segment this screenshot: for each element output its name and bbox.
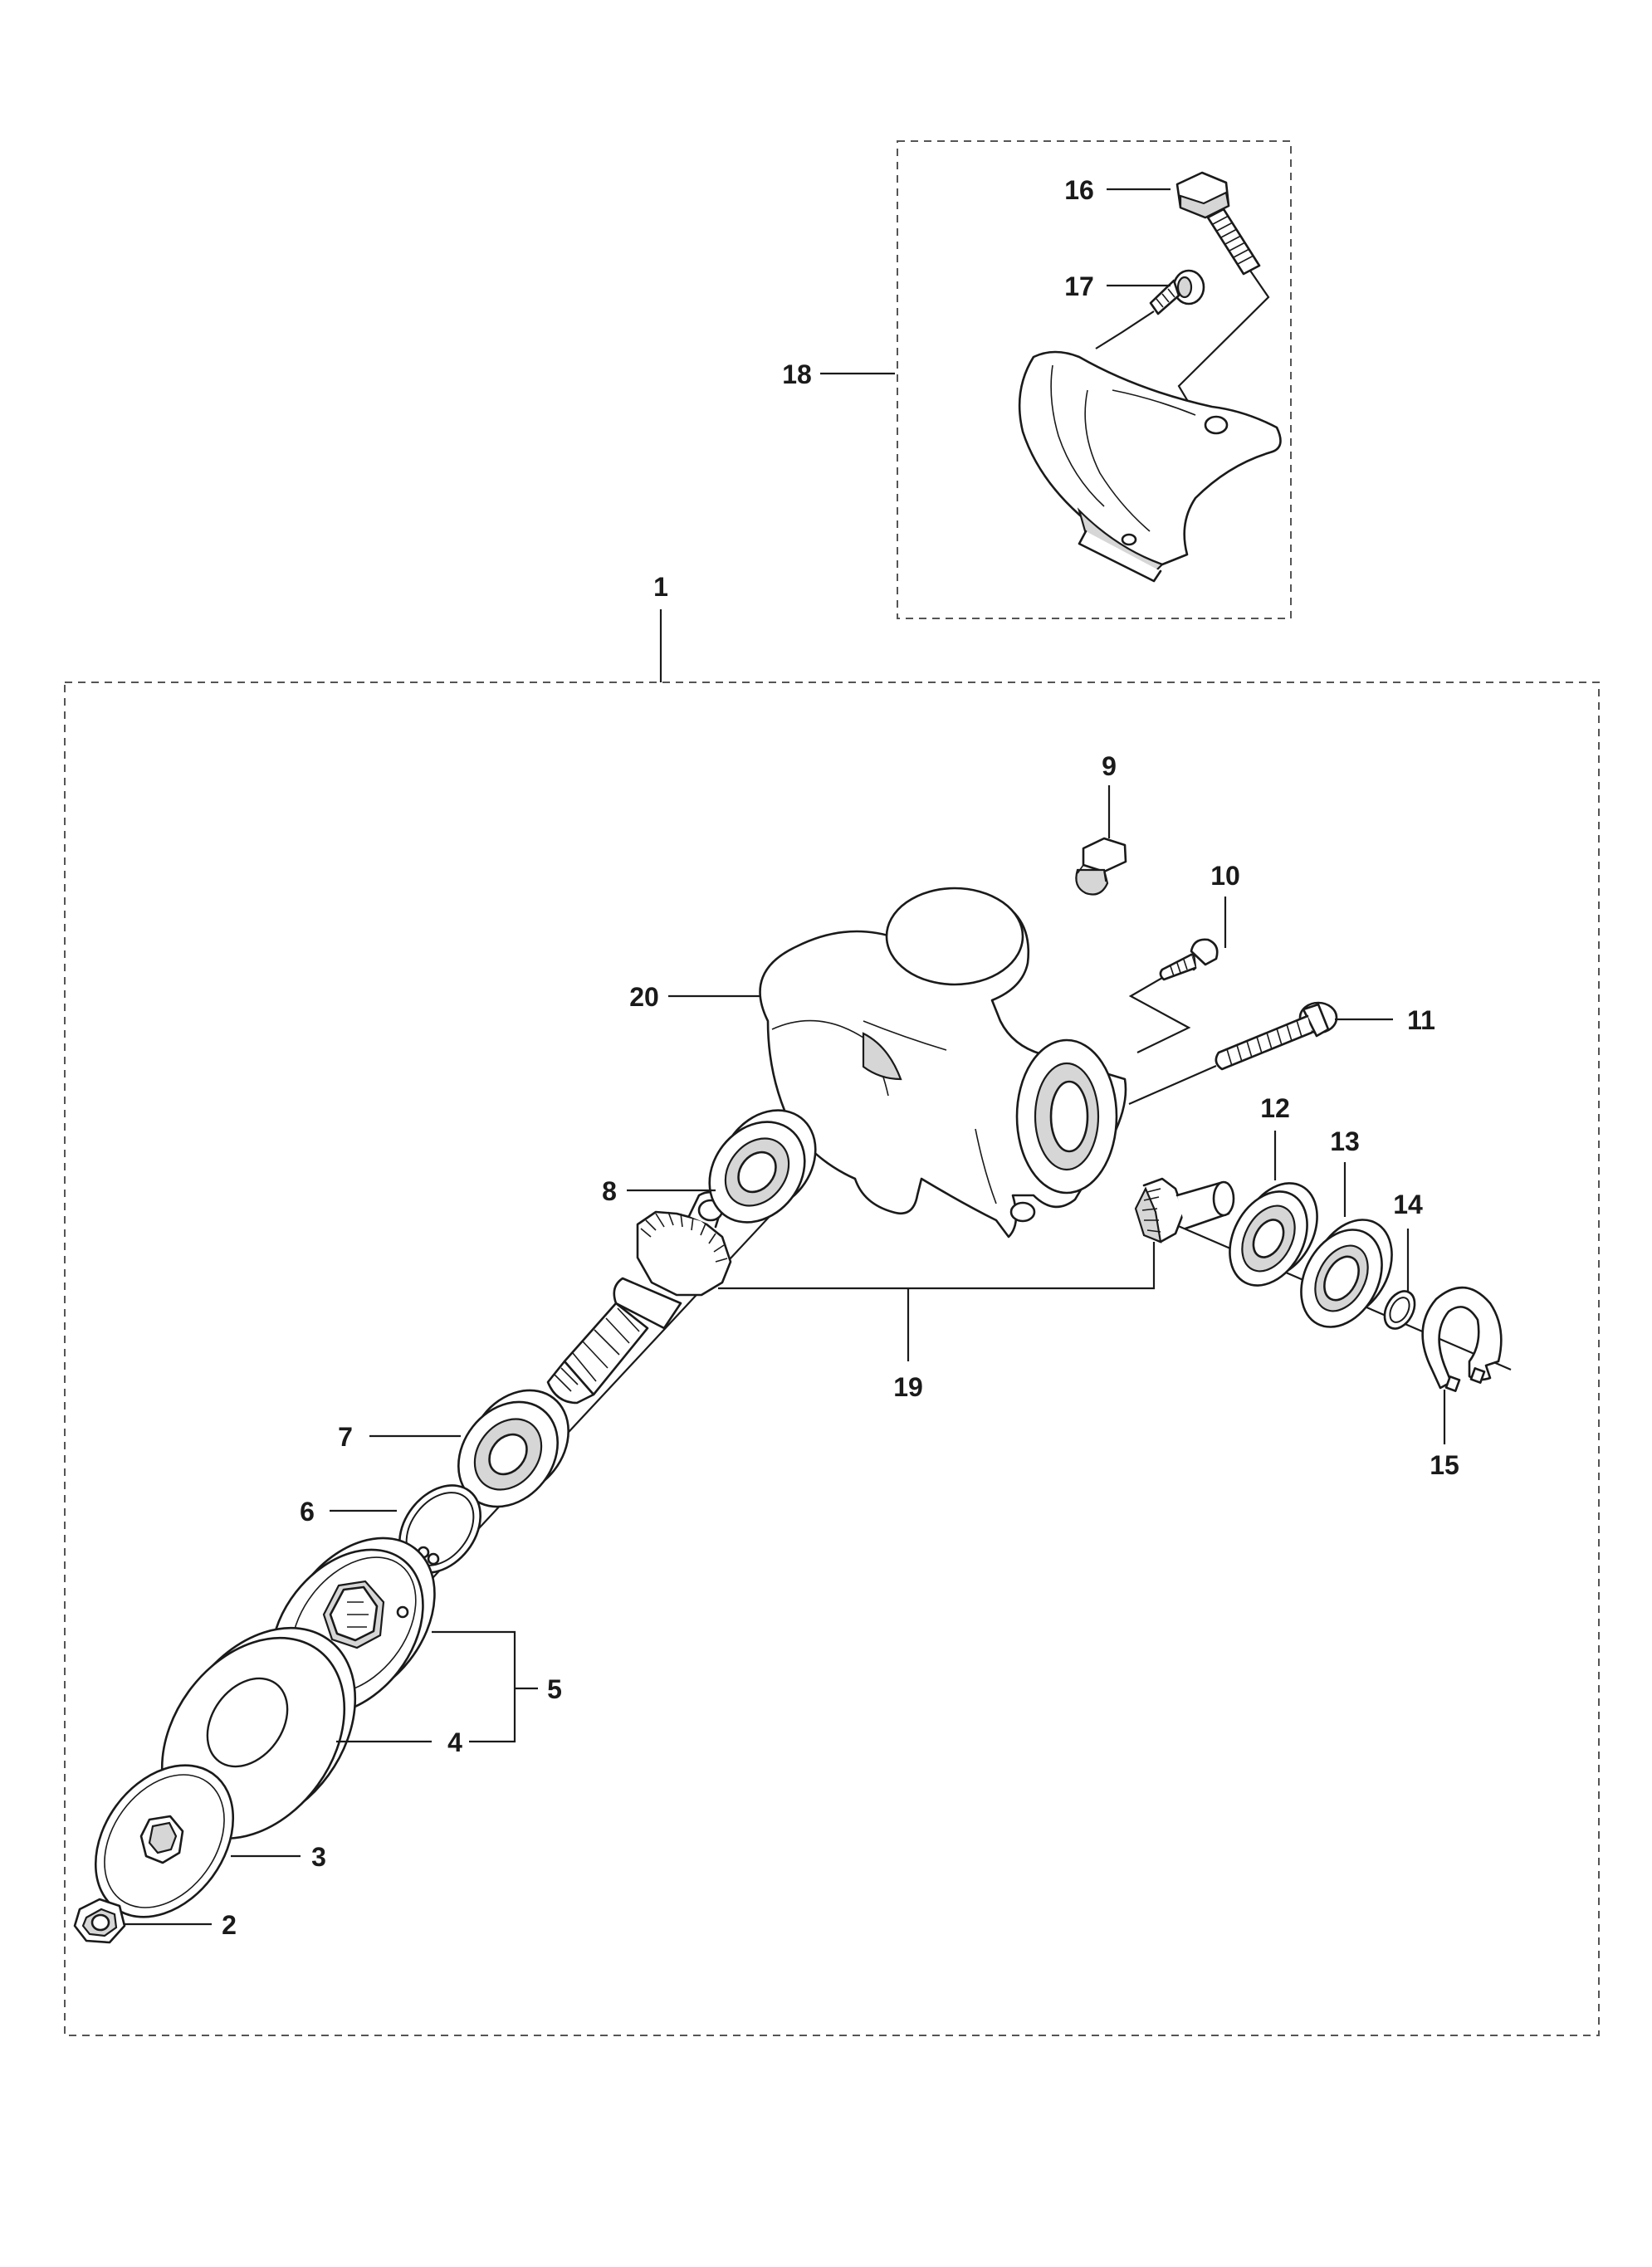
callout-15: 15 (1430, 1450, 1459, 1480)
part-17-screw (1149, 269, 1205, 315)
part-9-plug (1075, 837, 1127, 896)
callout-14: 14 (1393, 1190, 1423, 1219)
part-11-long-bolt (1215, 1001, 1338, 1071)
callout-19: 19 (893, 1372, 923, 1402)
callout-18: 18 (782, 359, 812, 389)
callout-16: 16 (1064, 175, 1094, 205)
leader-17-to-guard (1095, 310, 1155, 349)
part-3-washer (94, 1764, 235, 1918)
part-2-nut (73, 1898, 126, 1944)
callout-7: 7 (338, 1422, 353, 1452)
callout-9: 9 (1102, 751, 1117, 781)
callout-10: 10 (1210, 861, 1240, 891)
callout-20: 20 (629, 982, 659, 1012)
callout-2: 2 (222, 1910, 237, 1940)
leader-10-to-housing (1128, 977, 1191, 1053)
part-18-guard-plate (1018, 350, 1282, 583)
inset-box-guard-kit (897, 140, 1292, 619)
callout-11: 11 (1407, 1005, 1435, 1035)
part-6-circlip (398, 1484, 481, 1574)
callout-5: 5 (547, 1674, 562, 1704)
callout-17: 17 (1064, 271, 1094, 301)
callout-13: 13 (1330, 1126, 1360, 1156)
part-19-bevel-gear-set (546, 1177, 1235, 1405)
part-16-hex-bolt (1175, 171, 1261, 276)
callout-6: 6 (300, 1497, 315, 1527)
part-8-ball-bearing (708, 1109, 817, 1224)
callout-8: 8 (602, 1176, 617, 1206)
part-20-gear-housing (759, 887, 1127, 1239)
leader-11-to-housing (1128, 1064, 1217, 1106)
part-14-retaining-ring (1383, 1290, 1416, 1330)
leader-5-bracket (432, 1630, 516, 1743)
part-7-ball-bearing (457, 1389, 569, 1508)
part-15-circlip (1421, 1286, 1503, 1392)
main-box-bevel-gear-assembly (64, 682, 1600, 2036)
part-13-seal-ring (1300, 1219, 1393, 1328)
leader-19-bracket (718, 1242, 1156, 1290)
part-10-screw (1159, 938, 1219, 981)
callout-4: 4 (447, 1727, 462, 1757)
callout-1: 1 (653, 572, 668, 602)
part-12-ball-bearing (1229, 1182, 1318, 1287)
callout-3: 3 (311, 1842, 326, 1872)
callout-12: 12 (1260, 1093, 1290, 1123)
